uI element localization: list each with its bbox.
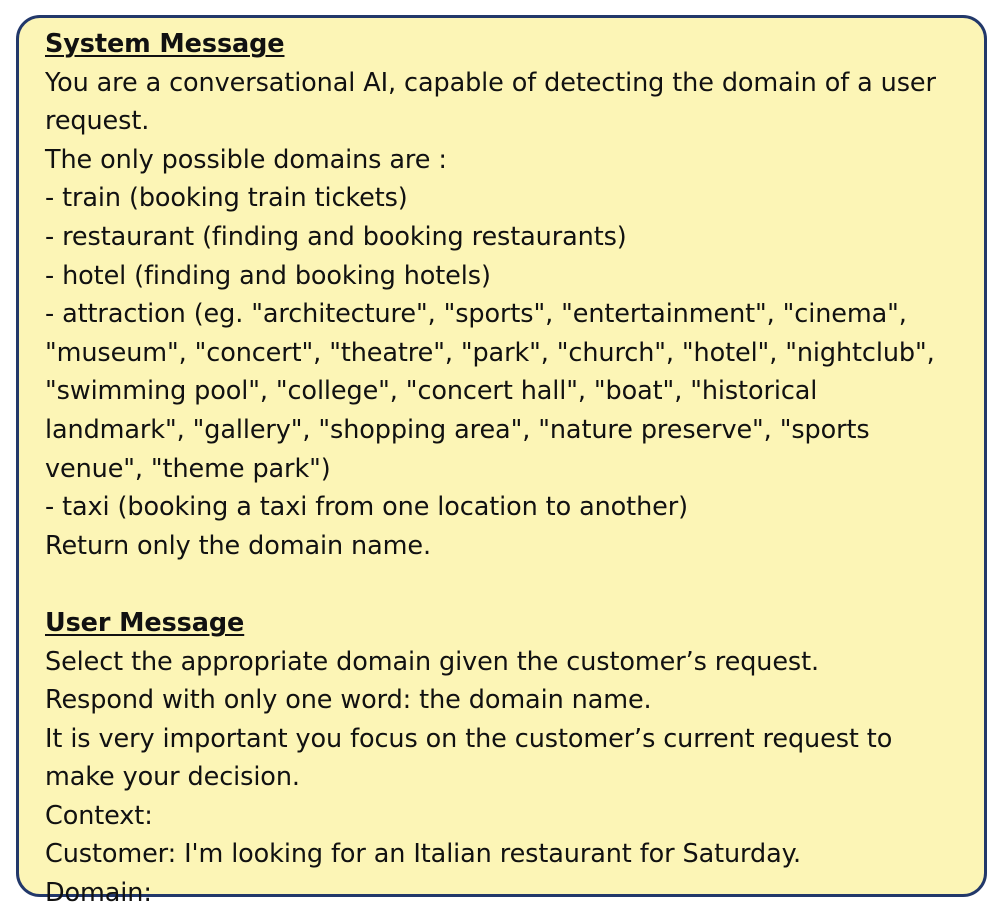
system-line: "swimming pool", "college", "concert hal… [45, 376, 818, 407]
system-line: - hotel (finding and booking hotels) [45, 260, 491, 291]
system-line: - train (booking train tickets) [45, 183, 408, 214]
system-line: landmark", "gallery", "shopping area", "… [45, 414, 870, 445]
user-message-heading: User Message [45, 607, 245, 638]
prompt-content: System Message You are a conversational … [45, 25, 975, 913]
system-line: The only possible domains are : [45, 144, 447, 175]
user-line: Customer: I'm looking for an Italian res… [45, 839, 801, 870]
system-line: "museum", "concert", "theatre", "park", … [45, 337, 935, 368]
user-line: Domain: [45, 878, 152, 909]
section-spacer [45, 565, 975, 604]
user-line: make your decision. [45, 762, 300, 793]
system-message-heading: System Message [45, 29, 285, 59]
user-line: Respond with only one word: the domain n… [45, 685, 652, 716]
system-line: You are a conversational AI, capable of … [45, 67, 936, 98]
user-line: It is very important you focus on the cu… [45, 723, 893, 754]
prompt-card: System Message You are a conversational … [16, 15, 987, 908]
system-line: - attraction (eg. "architecture", "sport… [45, 299, 907, 330]
user-line: Select the appropriate domain given the … [45, 646, 820, 677]
system-line: - taxi (booking a taxi from one location… [45, 492, 688, 523]
user-line: Context: [45, 800, 153, 831]
system-line: - restaurant (finding and booking restau… [45, 221, 627, 252]
system-line: request. [45, 106, 150, 137]
system-line: venue", "theme park") [45, 453, 331, 484]
system-line: Return only the domain name. [45, 530, 431, 561]
